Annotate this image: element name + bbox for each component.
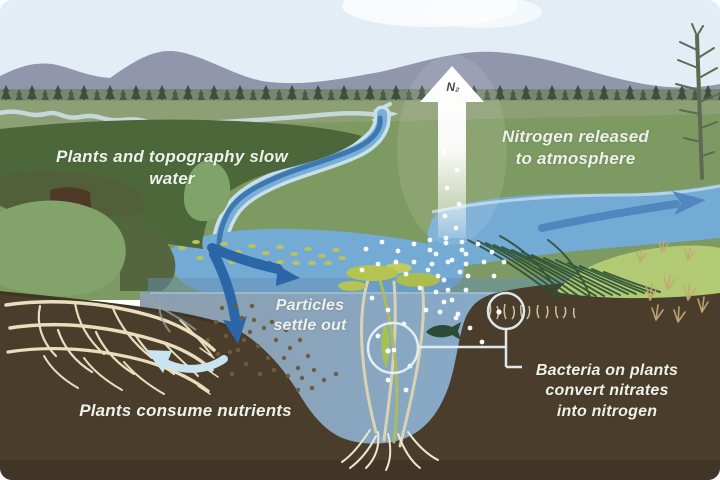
soil-lip [0, 291, 241, 333]
fish-icon [426, 322, 461, 340]
label-particles-settle: Particles settle out [273, 297, 347, 335]
bacteria-dots [385, 309, 502, 354]
recirculation-arrow [146, 350, 228, 373]
label-bacteria-convert: Bacteria on plants convert nitrates into… [535, 362, 679, 420]
bubbles [359, 239, 507, 393]
n2-symbol: N₂ [446, 80, 460, 94]
field-slope [120, 213, 176, 291]
soil [0, 279, 720, 480]
river-current-arrow [538, 191, 706, 232]
leaf-blade [381, 322, 390, 368]
left-bushes [0, 171, 145, 297]
dead-tree [675, 23, 720, 180]
bank-flowers [636, 239, 709, 323]
river-channel [216, 115, 383, 257]
flow-arrow-right [207, 243, 300, 286]
label-plants-consume: Plants consume nutrients [79, 401, 292, 420]
grass-bank [556, 245, 720, 299]
soil-bottom-shade [0, 460, 720, 480]
waterline-band [148, 278, 596, 293]
settling-arrow-down [209, 249, 247, 344]
lily-plant [338, 263, 440, 471]
annotation-connectors [366, 291, 526, 375]
particles [205, 303, 339, 393]
root-system [4, 300, 219, 395]
label-slow-water: Plants and topography slow water [56, 147, 288, 188]
lily-roots [341, 429, 439, 471]
label-nitrogen-released: Nitrogen released to atmosphere [501, 127, 649, 168]
river-bank-highlight [431, 184, 720, 214]
nitrogen-arrow [397, 55, 507, 321]
cloud-glow [342, 0, 542, 28]
sunken-branch [149, 299, 197, 333]
riverside-tree [183, 160, 231, 222]
